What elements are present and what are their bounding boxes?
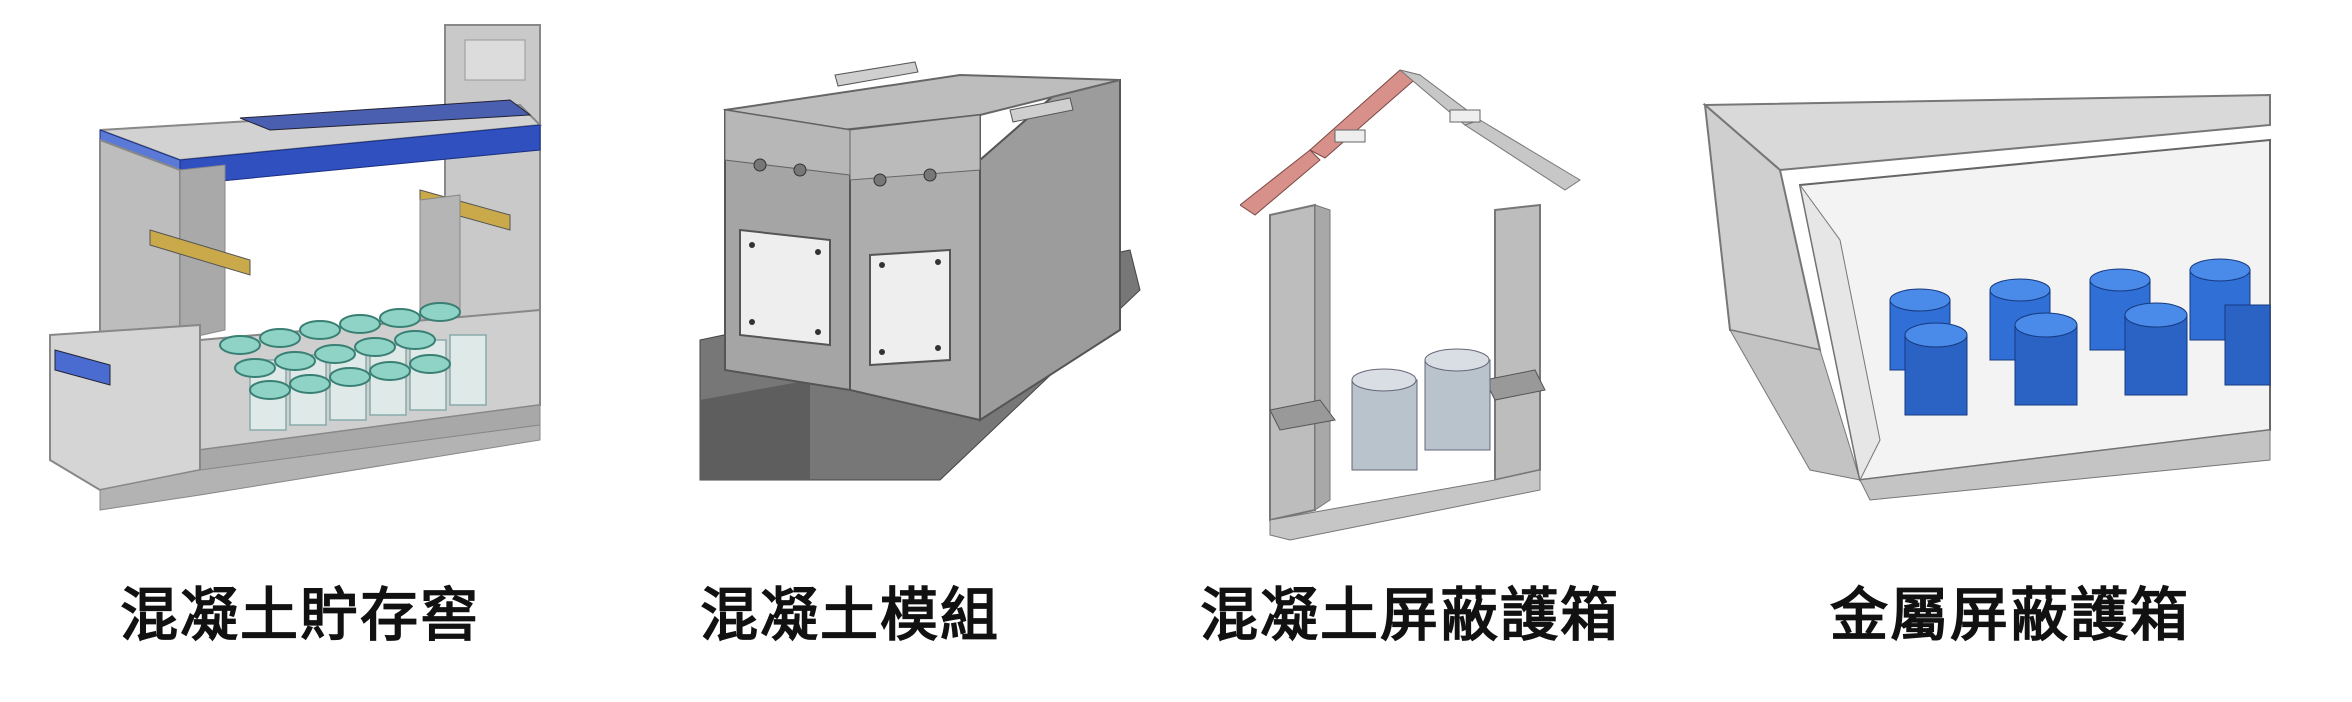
caption-concrete-cask: 混凝土屏蔽護箱: [1199, 581, 1620, 649]
caption-concrete-vault: 混凝土貯存窖: [119, 581, 480, 649]
concrete-vault-drawing: [49, 24, 543, 511]
metal-cask-drawing: [1702, 93, 2271, 501]
concrete-vault-illustration: [40, 0, 560, 560]
caption-metal-cask: 金屬屏蔽護箱: [1829, 581, 2190, 649]
concrete-cask-illustration: [1240, 0, 1600, 560]
concrete-cask-drawing: [1240, 69, 1581, 541]
caption-concrete-module: 混凝土模組: [699, 581, 1000, 649]
metal-cask-illustration: [1700, 0, 2280, 560]
concrete-module-drawing: [699, 61, 1141, 481]
concrete-module-illustration: [690, 0, 1160, 560]
